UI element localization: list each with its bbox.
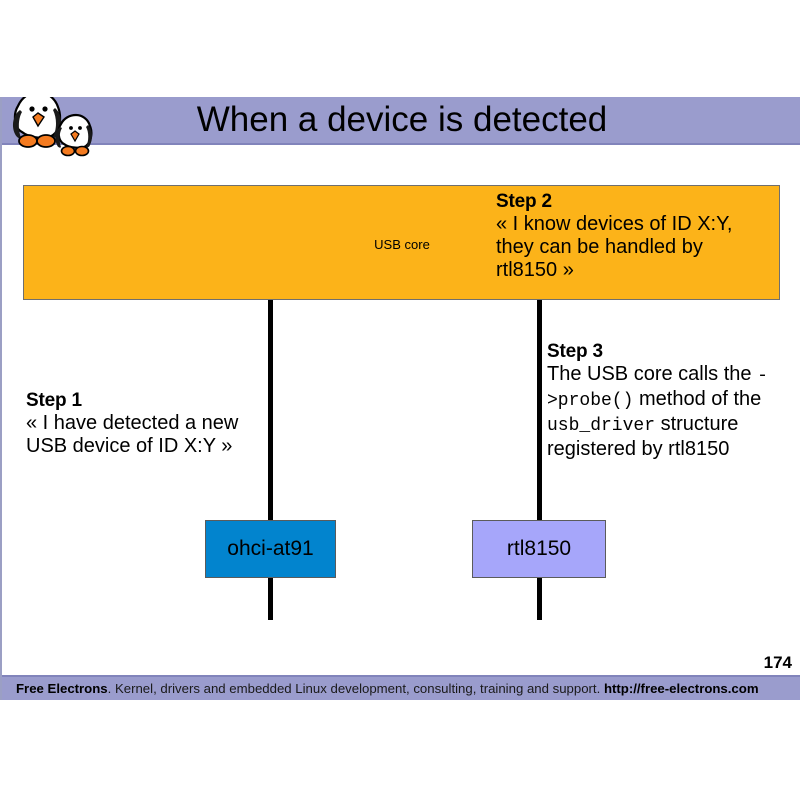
step2-heading: Step 2 xyxy=(496,191,552,212)
step3-code-probe: ->probe() xyxy=(547,366,768,411)
slide-header-band xyxy=(2,97,800,145)
usb-core-box xyxy=(23,185,780,300)
device-box-rtl8150: rtl8150 xyxy=(472,520,606,578)
slide-footer: Free Electrons. Kernel, drivers and embe… xyxy=(2,675,800,700)
page-title: When a device is detected xyxy=(196,100,608,139)
step3-part1: The USB core calls the xyxy=(547,363,758,385)
device-box-ohci-at91: ohci-at91 xyxy=(205,520,336,578)
footer-text: Free Electrons. Kernel, drivers and embe… xyxy=(16,677,759,700)
step3-annotation: Step 3 The USB core calls the ->probe() … xyxy=(547,340,800,461)
step2-annotation: Step 2 « I know devices of ID X:Y, they … xyxy=(496,190,786,282)
step3-part2: method of the xyxy=(633,388,762,410)
step3-code-usb-driver: usb_driver xyxy=(547,416,656,436)
step2-line1: « I know devices of ID X:Y, xyxy=(496,213,733,235)
connector-line-ohci xyxy=(268,300,273,620)
step1-annotation: Step 1 « I have detected a new USB devic… xyxy=(26,389,291,458)
step3-heading: Step 3 xyxy=(547,341,603,362)
free-electrons-penguins-logo xyxy=(12,97,93,157)
step2-line3: rtl8150 » xyxy=(496,259,574,281)
step1-line2: USB device of ID X:Y » xyxy=(26,435,233,457)
footer-url[interactable]: http://free-electrons.com xyxy=(603,681,759,696)
usb-core-label: USB core xyxy=(374,237,430,252)
step1-heading: Step 1 xyxy=(26,390,82,411)
step3-body: The USB core calls the ->probe() method … xyxy=(547,363,800,461)
page-number: 174 xyxy=(763,653,792,672)
footer-description: . Kernel, drivers and embedded Linux dev… xyxy=(107,681,604,696)
step2-line2: they can be handled by xyxy=(496,236,703,258)
footer-brand: Free Electrons xyxy=(16,681,108,696)
connector-line-rtl8150 xyxy=(537,300,542,620)
presentation-slide: When a device is detected USB core Step … xyxy=(0,97,800,700)
step3-part3: structure registered by rtl8150 xyxy=(547,413,739,460)
step1-line1: « I have detected a new xyxy=(26,412,239,434)
